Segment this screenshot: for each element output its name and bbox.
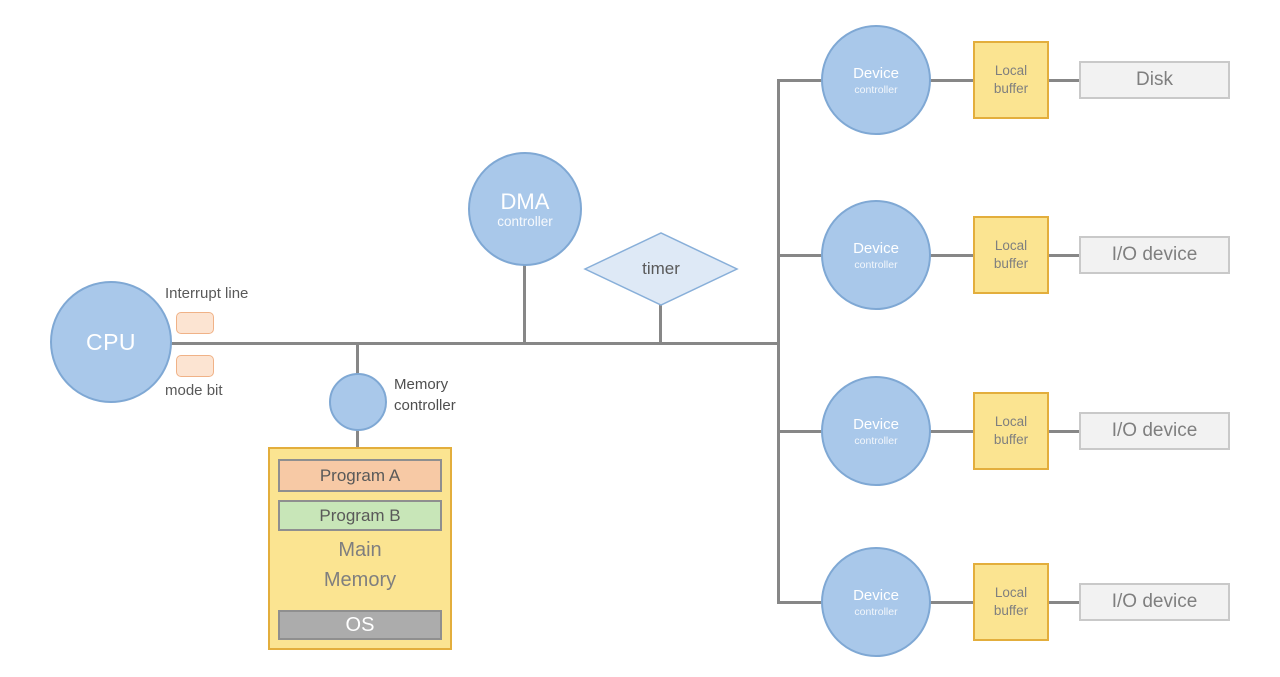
interrupt-line-label: Interrupt line — [165, 285, 249, 302]
dma-controller-subtitle: controller — [497, 214, 553, 230]
local-buffer-line1: Local — [994, 414, 1028, 430]
device-controller-title: Device — [853, 587, 899, 605]
device-controller-node: Device controller — [821, 200, 931, 310]
mode-bit-flag — [176, 355, 214, 377]
buffer-device-line — [1047, 430, 1081, 433]
memory-controller-label-line2: controller — [394, 397, 456, 414]
trunk-branch-line — [777, 79, 826, 82]
dma-controller-title: DMA — [500, 188, 550, 214]
device-controller-node: Device controller — [821, 25, 931, 135]
main-memory-title-line2: Memory — [323, 569, 397, 591]
trunk-branch-line — [777, 254, 826, 257]
local-buffer-box: Local buffer — [973, 216, 1049, 294]
mode-bit-label: mode bit — [165, 382, 223, 399]
system-bus-line — [170, 342, 778, 345]
buffer-device-line — [1047, 601, 1081, 604]
buffer-device-line — [1047, 254, 1081, 257]
device-controller-subtitle: controller — [854, 83, 898, 96]
cpu-label: CPU — [85, 328, 137, 355]
device-controller-node: Device controller — [821, 376, 931, 486]
local-buffer-line2: buffer — [993, 81, 1029, 96]
timer-connector-line — [659, 302, 662, 343]
interrupt-line-flag — [176, 312, 214, 334]
controller-buffer-line — [928, 601, 975, 604]
local-buffer-line2: buffer — [993, 432, 1029, 447]
timer-diamond-shape — [583, 232, 739, 306]
main-memory-title-line1: Main — [338, 539, 382, 561]
memory-controller-node — [329, 373, 387, 431]
disk-box: Disk — [1079, 61, 1230, 99]
controller-buffer-line — [928, 254, 975, 257]
device-controller-subtitle: controller — [854, 605, 898, 618]
memory-controller-label: Memory controller — [394, 374, 456, 416]
local-buffer-line2: buffer — [993, 603, 1029, 618]
trunk-branch-line — [777, 601, 826, 604]
device-controller-title: Device — [853, 240, 899, 258]
memory-controller-label-line1: Memory — [394, 376, 449, 393]
local-buffer-line2: buffer — [993, 256, 1029, 271]
timer-label: timer — [642, 259, 680, 278]
local-buffer-box: Local buffer — [973, 392, 1049, 470]
program-a-block: Program A — [278, 459, 442, 492]
device-controller-title: Device — [853, 65, 899, 83]
device-controller-title: Device — [853, 416, 899, 434]
local-buffer-line1: Local — [994, 585, 1028, 601]
buffer-device-line — [1047, 79, 1081, 82]
device-controller-subtitle: controller — [854, 434, 898, 447]
trunk-branch-line — [777, 430, 826, 433]
main-memory-box: Program A Program B Main Memory OS — [268, 447, 452, 650]
local-buffer-box: Local buffer — [973, 563, 1049, 641]
device-controller-node: Device controller — [821, 547, 931, 657]
io-device-box: I/O device — [1079, 583, 1230, 621]
controller-buffer-line — [928, 430, 975, 433]
os-block: OS — [278, 610, 442, 640]
program-b-block: Program B — [278, 500, 442, 531]
dma-connector-line — [523, 260, 526, 343]
local-buffer-line1: Local — [994, 63, 1028, 79]
local-buffer-box: Local buffer — [973, 41, 1049, 119]
controller-buffer-line — [928, 79, 975, 82]
local-buffer-line1: Local — [994, 238, 1028, 254]
io-device-box: I/O device — [1079, 412, 1230, 450]
dma-controller-node: DMA controller — [468, 152, 582, 266]
timer-node: timer — [582, 230, 740, 308]
device-controller-subtitle: controller — [854, 258, 898, 271]
io-device-box: I/O device — [1079, 236, 1230, 274]
device-trunk-line — [777, 79, 780, 604]
main-memory-title: Main Memory — [270, 535, 450, 595]
cpu-node: CPU — [50, 281, 172, 403]
